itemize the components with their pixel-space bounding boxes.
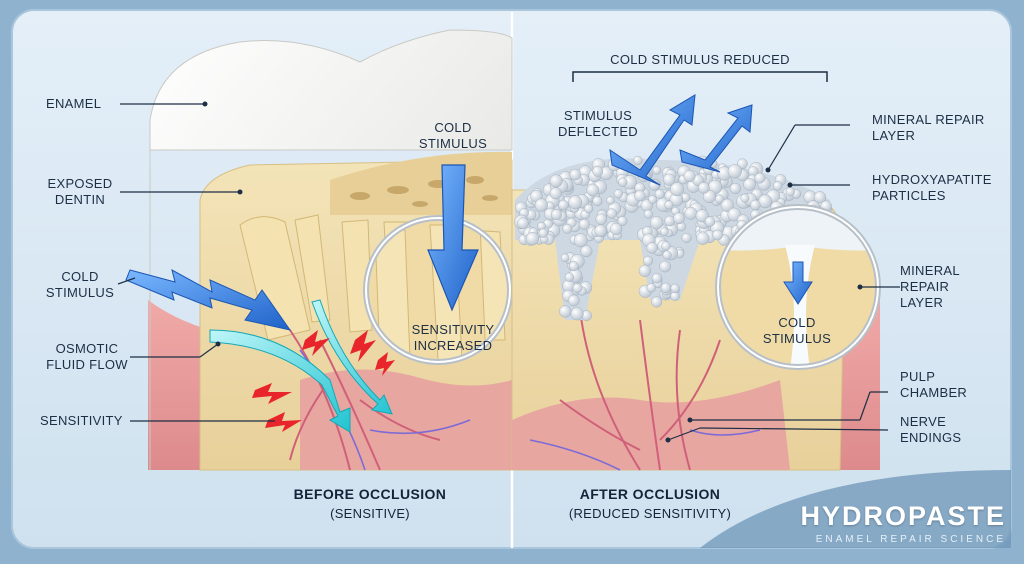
- particle-sphere: [758, 195, 771, 208]
- particle-sphere: [673, 213, 684, 224]
- particle-sphere: [592, 166, 602, 176]
- particle-sphere: [595, 225, 607, 237]
- label-exposed-dentin: EXPOSED DENTIN: [40, 176, 120, 208]
- particle-sphere: [561, 254, 569, 262]
- particle-sphere: [755, 173, 765, 183]
- particle-sphere: [671, 284, 680, 293]
- particle-sphere: [644, 210, 653, 219]
- particle-sphere: [535, 199, 548, 212]
- caption-after: AFTER OCCLUSION (REDUCED SENSITIVITY): [530, 486, 770, 521]
- particle-sphere: [550, 175, 563, 188]
- particle-sphere: [610, 223, 622, 235]
- label-stimulus-deflected: STIMULUS DEFLECTED: [548, 108, 648, 140]
- label-sensitivity: SENSITIVITY: [40, 413, 123, 429]
- particle-sphere: [728, 164, 742, 178]
- particle-sphere: [618, 178, 627, 187]
- particle-sphere: [651, 297, 662, 308]
- label-cold-stimulus-inset: COLD STIMULUS: [752, 315, 842, 347]
- particle-sphere: [665, 201, 673, 209]
- particle-sphere: [593, 196, 603, 206]
- particle-sphere: [715, 195, 724, 204]
- caption-after-subtitle: (REDUCED SENSITIVITY): [530, 506, 770, 521]
- label-pulp-chamber: PULP CHAMBER: [900, 369, 967, 401]
- particle-sphere: [662, 242, 671, 251]
- particle-sphere: [713, 230, 723, 240]
- particle-sphere: [684, 170, 696, 182]
- label-hydroxyapatite-particles: HYDROXYAPATITE PARTICLES: [872, 172, 992, 204]
- label-sensitivity-increased: SENSITIVITY INCREASED: [398, 322, 508, 354]
- particle-sphere: [570, 169, 581, 180]
- particle-sphere: [559, 306, 571, 318]
- particle-sphere: [573, 283, 582, 292]
- particle-sphere: [635, 190, 646, 201]
- particle-sphere: [750, 200, 760, 210]
- particle-sphere: [607, 209, 617, 219]
- particle-sphere: [650, 216, 663, 229]
- particle-sphere: [663, 251, 672, 260]
- brand-logo: HYDROPASTE ENAMEL REPAIR SCIENCE: [800, 501, 1006, 545]
- label-mineral-repair-layer-side: MINERAL REPAIR LAYER: [900, 263, 960, 311]
- particle-sphere: [571, 308, 584, 321]
- particle-sphere: [696, 232, 709, 245]
- caption-before: BEFORE OCCLUSION (SENSITIVE): [250, 486, 490, 521]
- particle-sphere: [606, 197, 614, 205]
- particle-sphere: [698, 182, 709, 193]
- label-cold-stimulus-left: COLD STIMULUS: [40, 269, 120, 301]
- particle-sphere: [639, 265, 651, 277]
- particle-sphere: [584, 204, 593, 213]
- particle-sphere: [569, 261, 578, 270]
- particle-sphere: [663, 174, 675, 186]
- caption-before-subtitle: (SENSITIVE): [250, 506, 490, 521]
- particle-sphere: [587, 184, 599, 196]
- particle-sphere: [558, 200, 568, 210]
- particle-sphere: [565, 273, 574, 282]
- particle-sphere: [665, 216, 675, 226]
- particle-sphere: [643, 256, 653, 266]
- particle-sphere: [579, 219, 590, 230]
- particle-sphere: [682, 233, 692, 243]
- particle-sphere: [660, 261, 671, 272]
- label-osmotic-fluid-flow: OSMOTIC FLUID FLOW: [42, 341, 132, 373]
- particle-sphere: [614, 189, 623, 198]
- particle-sphere: [786, 187, 795, 196]
- particle-sphere: [653, 166, 661, 174]
- particle-sphere: [526, 232, 539, 245]
- particle-sphere: [661, 283, 671, 293]
- caption-before-title: BEFORE OCCLUSION: [250, 486, 490, 502]
- label-enamel: ENAMEL: [46, 96, 101, 112]
- particle-sphere: [685, 207, 697, 219]
- label-nerve-endings: NERVE ENDINGS: [900, 414, 961, 446]
- particle-sphere: [730, 183, 741, 194]
- particle-sphere: [574, 234, 588, 248]
- particle-sphere: [671, 292, 680, 301]
- particle-sphere: [568, 295, 579, 306]
- particle-sphere: [563, 224, 572, 233]
- particle-sphere: [634, 156, 643, 165]
- label-mineral-repair-layer-top: MINERAL REPAIR LAYER: [872, 112, 985, 144]
- label-cold-stimulus-top: COLD STIMULUS: [408, 120, 498, 152]
- particle-sphere: [539, 229, 548, 238]
- particle-sphere: [550, 188, 562, 200]
- particle-sphere: [568, 196, 582, 210]
- particle-sphere: [647, 283, 656, 292]
- particle-sphere: [517, 218, 528, 229]
- caption-after-title: AFTER OCCLUSION: [530, 486, 770, 502]
- particle-sphere: [596, 214, 607, 225]
- particle-sphere: [652, 273, 662, 283]
- particle-sphere: [551, 209, 562, 220]
- particle-sphere: [773, 181, 782, 190]
- particle-sphere: [649, 195, 657, 203]
- label-cold-stimulus-reduced: COLD STIMULUS REDUCED: [580, 52, 820, 68]
- particle-sphere: [660, 228, 668, 236]
- particle-sphere: [741, 194, 750, 203]
- particle-sphere: [647, 243, 658, 254]
- brand-name: HYDROPASTE: [800, 501, 1006, 532]
- brand-tagline: ENAMEL REPAIR SCIENCE: [800, 534, 1006, 545]
- particle-sphere: [705, 217, 715, 227]
